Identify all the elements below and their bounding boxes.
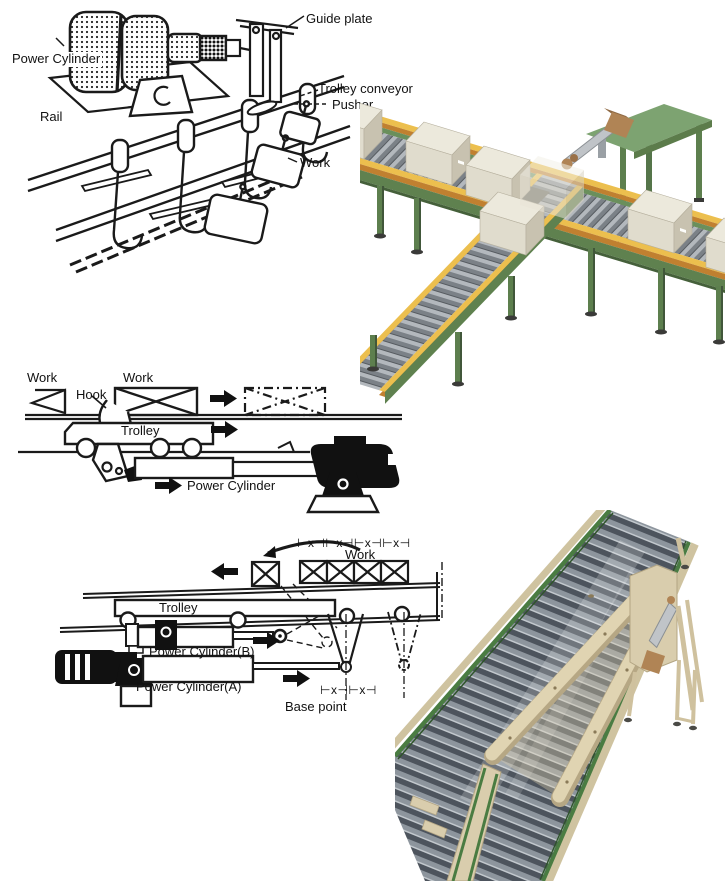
work-right-shape (243, 386, 327, 417)
guide-plate-assembly (235, 18, 299, 104)
label-base-point: Base point (285, 699, 347, 714)
ghost-box (520, 156, 584, 219)
label-hook: Hook (76, 387, 107, 402)
label-work-left: Work (27, 370, 58, 385)
label-work: Work (300, 155, 331, 170)
power-cylinder-side (133, 436, 401, 514)
conveyor-leg-tan (588, 537, 689, 598)
split-wedge (446, 763, 502, 881)
trolley-shape (63, 421, 215, 459)
pusher-disc (246, 100, 278, 116)
cylinder-bracket (91, 442, 142, 483)
label-work-right: Work (123, 370, 154, 385)
work-row (298, 559, 410, 585)
label-trolley: Trolley (121, 423, 160, 438)
hanger-hooks (110, 82, 329, 250)
figure-two-cylinder-transfer: ⊢x⊣⊢x⊣⊢x⊣⊢x⊣ Work Trolley Power Cylinder… (25, 520, 455, 725)
hook-transfer-drawing (18, 386, 402, 514)
diverter-conveyor-render (395, 510, 704, 881)
figure-trolley-pusher: Guide plate Power Cylinder Rail Trolley … (0, 0, 460, 300)
rail-brackets (409, 795, 448, 839)
dimension-bottom: ⊢x⊣⊢x⊣ (320, 683, 377, 697)
figure-cross-conveyor-render (360, 80, 725, 480)
label-work-4: Work (345, 547, 376, 562)
trolley-shape (113, 598, 411, 629)
figure-hook-transfer: Work Hook Work Trolley Power Cylinder (10, 360, 430, 515)
dimension-top: ⊢x⊣⊢x⊣⊢x⊣⊢x⊣ (297, 536, 411, 550)
leader-lines (55, 15, 326, 163)
cross-conveyor-render (360, 102, 725, 404)
label-power-cylinder-a: Power Cylinder(A) (136, 679, 242, 694)
power-cylinder-a-shape (55, 650, 340, 708)
stand-frame (627, 599, 704, 725)
conveyor-legs (367, 186, 725, 387)
power-cylinder-render (561, 108, 634, 170)
figure-diverter-render (395, 510, 725, 881)
label-power-cylinder-3: Power Cylinder (187, 478, 276, 493)
label-power-cylinder: Power Cylinder (10, 51, 103, 67)
trolley-pusher-drawing (27, 10, 351, 274)
hanging-works (203, 100, 321, 245)
cylinder-motor (641, 650, 665, 674)
work-left-shape (28, 388, 67, 415)
two-cylinder-drawing (55, 540, 443, 708)
label-trolley-conveyor: Trolley conveyor (318, 81, 413, 96)
arrow-icons (211, 563, 310, 687)
label-trolley-4: Trolley (159, 600, 198, 615)
work-middle-shape (113, 386, 199, 417)
hook-funnels (326, 611, 422, 700)
label-rail: Rail (40, 109, 63, 124)
arrow-curved-icon (263, 540, 361, 558)
label-guide-plate: Guide plate (306, 11, 373, 26)
arrow-right-icon (155, 390, 238, 494)
power-cylinder-tube (648, 601, 678, 649)
arm-ghost-sweep (493, 594, 657, 798)
diverter-mechanism (624, 564, 704, 731)
power-cylinder-b-shape (125, 620, 288, 654)
work-single (250, 560, 281, 588)
label-power-cylinder-b: Power Cylinder(B) (149, 644, 255, 659)
